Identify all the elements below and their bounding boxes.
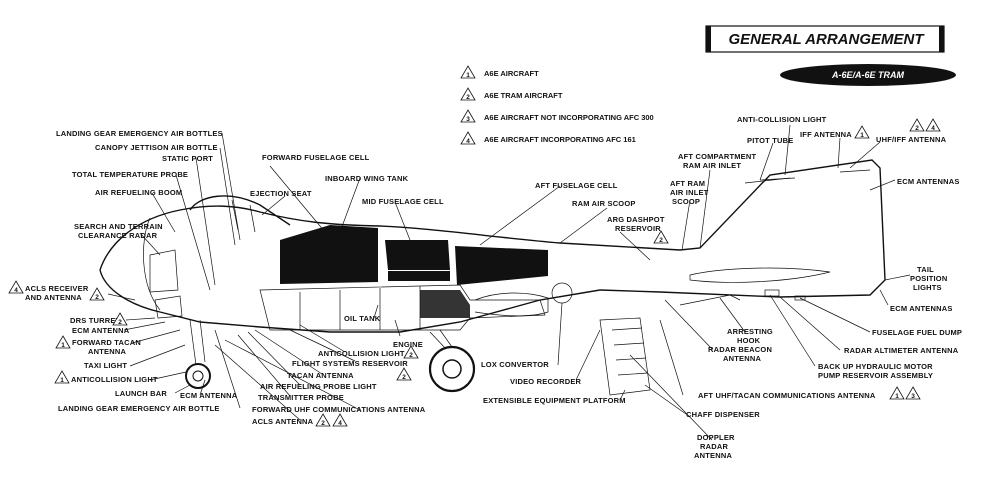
label-doppler-line2: RADAR <box>700 442 728 451</box>
label-search-terrain-line2: CLEARANCE RADAR <box>78 231 158 240</box>
label-aft-ram-line1: AFT RAM <box>670 179 705 188</box>
label-engine: ENGINE <box>393 340 423 349</box>
label-tail-position-line3: LIGHTS <box>913 283 942 292</box>
label-arresting-line2: HOOK <box>737 336 761 345</box>
label-landing-gear-emergency-air-bottles: LANDING GEAR EMERGENCY AIR BOTTLES <box>56 129 223 138</box>
svg-text:2: 2 <box>402 374 406 381</box>
label-iff-antenna: IFF ANTENNA <box>800 130 852 139</box>
label-oil-tank: OIL TANK <box>344 314 381 323</box>
label-video-recorder: VIDEO RECORDER <box>510 377 582 386</box>
svg-text:3: 3 <box>911 393 915 400</box>
legend-marker-1: 1 <box>466 72 470 79</box>
svg-text:4: 4 <box>14 287 18 294</box>
label-back-up-hydraulic-line2: PUMP RESERVOIR ASSEMBLY <box>818 371 933 380</box>
label-anti-collision-light-top: ANTI-COLLISION LIGHT <box>737 115 827 124</box>
label-doppler-line3: ANTENNA <box>694 451 732 460</box>
labels: LANDING GEAR EMERGENCY AIR BOTTLES CANOP… <box>8 115 962 460</box>
label-pitot-tube: PITOT TUBE <box>747 136 793 145</box>
svg-text:1: 1 <box>860 132 864 139</box>
label-extensible-equipment-platform: EXTENSIBLE EQUIPMENT PLATFORM <box>483 396 626 405</box>
label-ecm-antenna-lower: ECM ANTENNA <box>180 391 238 400</box>
label-aft-uhf-tacan: AFT UHF/TACAN COMMUNICATIONS ANTENNA <box>698 391 876 400</box>
label-air-refueling-probe-light: AIR REFUELING PROBE LIGHT <box>260 382 377 391</box>
svg-text:4: 4 <box>338 420 342 427</box>
label-aft-fuselage-cell: AFT FUSELAGE CELL <box>535 181 618 190</box>
label-aft-ram-line3: SCOOP <box>672 197 700 206</box>
label-acls-antenna: ACLS ANTENNA <box>252 417 314 426</box>
label-taxi-light: TAXI LIGHT <box>84 361 127 370</box>
label-aft-compartment-line1: AFT COMPARTMENT <box>678 152 756 161</box>
label-acls-receiver-line2: AND ANTENNA <box>25 293 82 302</box>
label-aft-ram-line2: AIR INLET <box>670 188 709 197</box>
label-static-port: STATIC PORT <box>162 154 213 163</box>
label-aft-compartment-line2: RAM AIR INLET <box>683 161 741 170</box>
svg-text:2: 2 <box>95 294 99 301</box>
label-tacan-antenna: TACAN ANTENNA <box>287 371 354 380</box>
diagram-subtitle: A-6E/A-6E TRAM <box>831 70 905 80</box>
legend-marker-2: 2 <box>466 94 470 101</box>
label-ejection-seat: EJECTION SEAT <box>250 189 312 198</box>
title-block: GENERAL ARRANGEMENT A-6E/A-6E TRAM <box>705 25 956 86</box>
label-arg-dashpot-line2: RESERVOIR <box>615 224 661 233</box>
label-mid-fuselage-cell: MID FUSELAGE CELL <box>362 197 444 206</box>
label-arresting-line1: ARRESTING <box>727 327 773 336</box>
label-landing-gear-emergency-air-bottle: LANDING GEAR EMERGENCY AIR BOTTLE <box>58 404 220 413</box>
diagram-title: GENERAL ARRANGEMENT <box>728 31 925 48</box>
svg-text:4: 4 <box>931 125 935 132</box>
label-ecm-antenna-forward: ECM ANTENNA <box>72 326 130 335</box>
legend: 1 A6E AIRCRAFT 2 A6E TRAM AIRCRAFT 3 A6E… <box>460 65 654 145</box>
label-ram-air-scoop: RAM AIR SCOOP <box>572 199 636 208</box>
label-forward-uhf-communications: FORWARD UHF COMMUNICATIONS ANTENNA <box>252 405 426 414</box>
label-air-refueling-boom: AIR REFUELING BOOM <box>95 188 182 197</box>
label-transmitter-probe: TRANSMITTER PROBE <box>258 393 344 402</box>
svg-text:1: 1 <box>61 342 65 349</box>
label-inboard-wing-tank: INBOARD WING TANK <box>325 174 409 183</box>
label-total-temperature-probe: TOTAL TEMPERATURE PROBE <box>72 170 188 179</box>
label-tail-position-line1: TAIL <box>917 265 934 274</box>
legend-entry-2: A6E TRAM AIRCRAFT <box>484 91 563 100</box>
label-back-up-hydraulic-line1: BACK UP HYDRAULIC MOTOR <box>818 362 933 371</box>
legend-entry-1: A6E AIRCRAFT <box>484 69 539 78</box>
svg-text:2: 2 <box>118 319 122 326</box>
aircraft-outline <box>99 159 886 396</box>
label-anticollision-light-mid: ANTICOLLISION LIGHT <box>318 349 405 358</box>
label-forward-tacan-line2: ANTENNA <box>88 347 126 356</box>
legend-marker-3: 3 <box>466 116 470 123</box>
label-forward-tacan-line1: FORWARD TACAN <box>72 338 141 347</box>
label-search-terrain-line1: SEARCH AND TERRAIN <box>74 222 163 231</box>
label-ecm-antennas-bottom: ECM ANTENNAS <box>890 304 953 313</box>
label-tail-position-line2: POSITION <box>910 274 947 283</box>
leader-lines <box>107 124 911 441</box>
label-arg-dashpot-line1: ARG DASHPOT <box>607 215 665 224</box>
legend-marker-4: 4 <box>466 138 470 145</box>
label-doppler-line1: DOPPLER <box>697 433 735 442</box>
label-chaff-dispenser: CHAFF DISPENSER <box>686 410 760 419</box>
label-uhf-iff-antenna: UHF/IFF ANTENNA <box>876 135 947 144</box>
svg-text:2: 2 <box>915 125 919 132</box>
label-radar-beacon-line1: RADAR BEACON <box>708 345 772 354</box>
label-ecm-antennas-top: ECM ANTENNAS <box>897 177 960 186</box>
label-anticollision-light-lower: ANTICOLLISION LIGHT <box>71 375 158 384</box>
legend-entry-3: A6E AIRCRAFT NOT INCORPORATING AFC 300 <box>484 113 654 122</box>
label-forward-fuselage-cell: FORWARD FUSELAGE CELL <box>262 153 370 162</box>
svg-text:2: 2 <box>659 237 663 244</box>
svg-text:2: 2 <box>409 352 413 359</box>
label-flight-systems-reservoir: FLIGHT SYSTEMS RESERVOIR <box>292 359 408 368</box>
label-acls-receiver-line1: ACLS RECEIVER <box>25 284 89 293</box>
label-lox-convertor: LOX CONVERTOR <box>481 360 549 369</box>
label-canopy-jettison-air-bottle: CANOPY JETTISON AIR BOTTLE <box>95 143 218 152</box>
label-radar-altimeter-antenna: RADAR ALTIMETER ANTENNA <box>844 346 959 355</box>
label-launch-bar: LAUNCH BAR <box>115 389 167 398</box>
label-radar-beacon-line2: ANTENNA <box>723 354 761 363</box>
svg-text:2: 2 <box>321 420 325 427</box>
label-fuselage-fuel-dump: FUSELAGE FUEL DUMP <box>872 328 962 337</box>
svg-text:1: 1 <box>895 393 899 400</box>
legend-entry-4: A6E AIRCRAFT INCORPORATING AFC 161 <box>484 135 636 144</box>
svg-text:1: 1 <box>60 377 64 384</box>
label-drs-turret: DRS TURRET <box>70 316 121 325</box>
